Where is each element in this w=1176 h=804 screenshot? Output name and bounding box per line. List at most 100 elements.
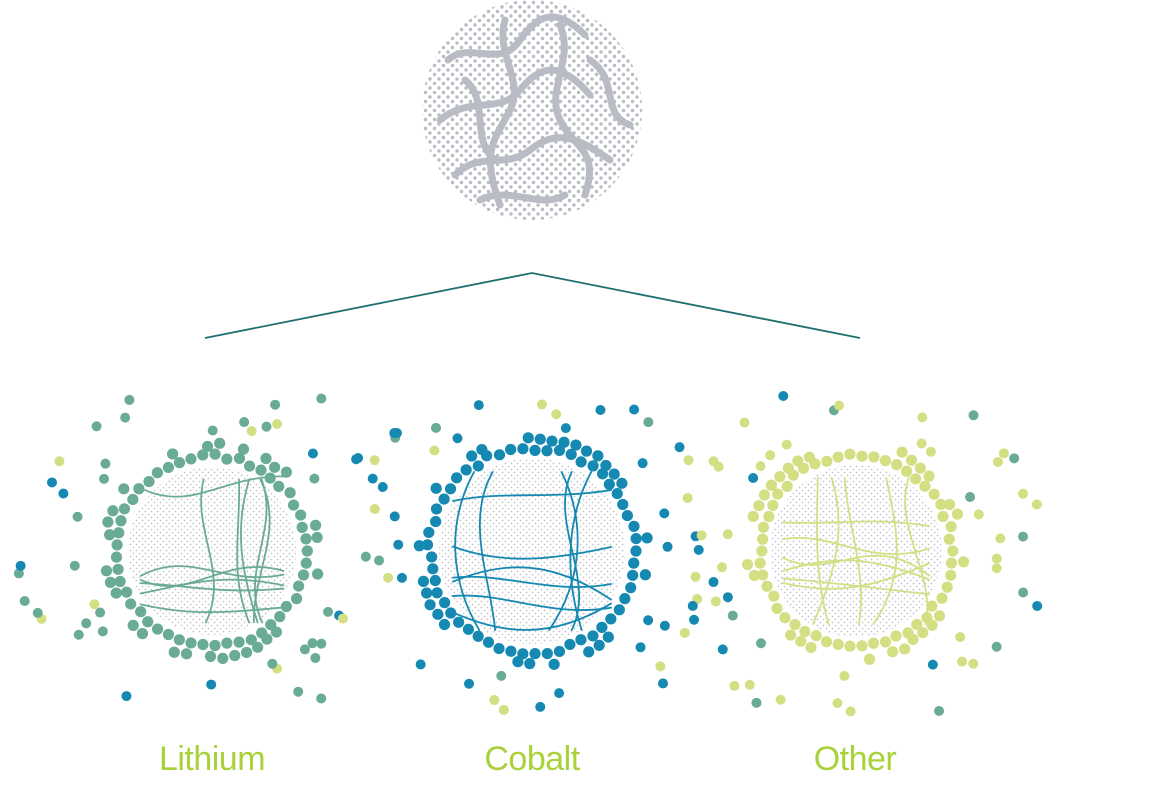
cobalt-ring-dot <box>427 563 438 574</box>
cobalt-ring-dot <box>473 460 484 471</box>
lithium-ring-dot <box>135 606 146 617</box>
cobalt-ring-dot <box>432 609 443 620</box>
lithium-ring-dot <box>112 564 123 575</box>
other-ring-dot <box>890 630 901 641</box>
other-scatter-dot <box>999 448 1009 458</box>
cobalt-ring-dot <box>535 434 546 445</box>
cobalt-ring-dot <box>529 445 540 456</box>
lithium-ring-dot <box>118 483 129 494</box>
lithium-ring-dot <box>111 552 122 563</box>
other-scatter-dot <box>968 659 978 669</box>
other-scatter-dot <box>995 533 1005 543</box>
lithium-scatter-dot <box>74 630 84 640</box>
lithium-scatter-dot <box>58 489 68 499</box>
other-scatter-dot <box>934 706 944 716</box>
cobalt-scatter-dot <box>535 702 545 712</box>
cobalt-ring-dot <box>604 479 615 490</box>
other-ring-dot <box>771 603 782 614</box>
lithium-ring-dot <box>181 648 192 659</box>
lithium-ring-dot <box>285 487 296 498</box>
other-scatter-dot <box>1018 587 1028 597</box>
other-scatter-dot <box>965 492 975 502</box>
lithium-ring-dot <box>104 529 115 540</box>
other-ring-dot <box>748 511 759 522</box>
lithium-scatter-dot <box>316 693 326 703</box>
lithium-ring-dot <box>152 467 163 478</box>
cobalt-ring-dot <box>600 460 611 471</box>
other-scatter-dot <box>839 671 849 681</box>
cobalt-scatter-dot <box>717 562 727 572</box>
cobalt-scatter-dot <box>689 615 699 625</box>
other-ring-dot <box>844 449 855 460</box>
other-scatter-dot <box>748 473 758 483</box>
other-ring-dot <box>946 557 957 568</box>
cobalt-scatter-dot <box>636 642 646 652</box>
other-ring-dot <box>944 499 955 510</box>
cobalt-ring-dot <box>554 646 565 657</box>
other-ring-dot <box>779 612 790 623</box>
lithium-ring-dot <box>119 503 130 514</box>
lithium-cluster <box>14 394 393 704</box>
other-ring-dot <box>753 500 764 511</box>
lithium-ring-dot <box>312 568 323 579</box>
cobalt-ring-dot <box>431 503 442 514</box>
cobalt-ring-dot <box>431 587 442 598</box>
other-ring-dot <box>937 511 948 522</box>
other-scatter-dot <box>846 706 856 716</box>
lithium-ring-dot <box>163 629 174 640</box>
lithium-ring-dot <box>105 577 116 588</box>
cobalt-ring-dot <box>592 450 603 461</box>
other-scatter-dot <box>993 457 1003 467</box>
lithium-ring-dot <box>202 441 213 452</box>
cobalt-ring-dot <box>587 460 598 471</box>
other-scatter-dot <box>688 601 698 611</box>
other-ring-dot <box>936 593 947 604</box>
lithium-ring-dot <box>185 637 196 648</box>
other-scatter-dot <box>1032 601 1042 611</box>
lithium-ring-dot <box>297 522 308 533</box>
cobalt-ring-dot <box>596 622 607 633</box>
other-ring-dot <box>742 559 753 570</box>
cobalt-ring-dot <box>466 450 477 461</box>
other-ring-dot <box>880 636 891 647</box>
lithium-ring-dot <box>281 467 292 478</box>
cobalt-scatter-dot <box>496 671 506 681</box>
cobalt-scatter-dot <box>353 453 363 463</box>
cobalt-scatter-dot <box>370 504 380 514</box>
other-ring-dot <box>923 471 934 482</box>
cobalt-ring-dot <box>445 483 456 494</box>
lithium-ring-dot <box>169 647 180 658</box>
lithium-scatter-dot <box>309 474 319 484</box>
cobalt-ring-dot <box>641 532 652 543</box>
cobalt-ring-dot <box>439 619 450 630</box>
other-ring-dot <box>929 489 940 500</box>
cobalt-ring-dot <box>505 646 516 657</box>
cobalt-ring-dot <box>438 493 449 504</box>
other-ring-dot <box>761 581 772 592</box>
lithium-ring-dot <box>300 533 311 544</box>
lithium-ring-dot <box>261 634 272 645</box>
other-ring-dot <box>899 643 910 654</box>
lithium-ring-dot <box>167 448 178 459</box>
cobalt-ring-dot <box>581 446 592 457</box>
other-ring-dot <box>821 456 832 467</box>
lithium-scatter-dot <box>208 426 218 436</box>
lithium-ring-dot <box>310 520 321 531</box>
other-scatter-dot <box>756 461 766 471</box>
lithium-ring-dot <box>221 454 232 465</box>
other-scatter-dot <box>992 563 1002 573</box>
lithium-scatter-dot <box>120 413 130 423</box>
cobalt-scatter-dot <box>683 493 693 503</box>
lithium-scatter-dot <box>73 512 83 522</box>
other-scatter-dot <box>832 698 842 708</box>
other-ring-dot <box>868 451 879 462</box>
cobalt-ring-dot <box>476 444 487 455</box>
lithium-scatter-dot <box>239 417 249 427</box>
cobalt-ring-dot <box>583 646 594 657</box>
lithium-scatter-dot <box>272 419 282 429</box>
lithium-ring-dot <box>152 623 163 634</box>
cobalt-ring-dot <box>549 659 560 670</box>
lithium-ring-dot <box>205 651 216 662</box>
cobalt-ring-dot <box>558 437 569 448</box>
lithium-ring-dot <box>252 642 263 653</box>
